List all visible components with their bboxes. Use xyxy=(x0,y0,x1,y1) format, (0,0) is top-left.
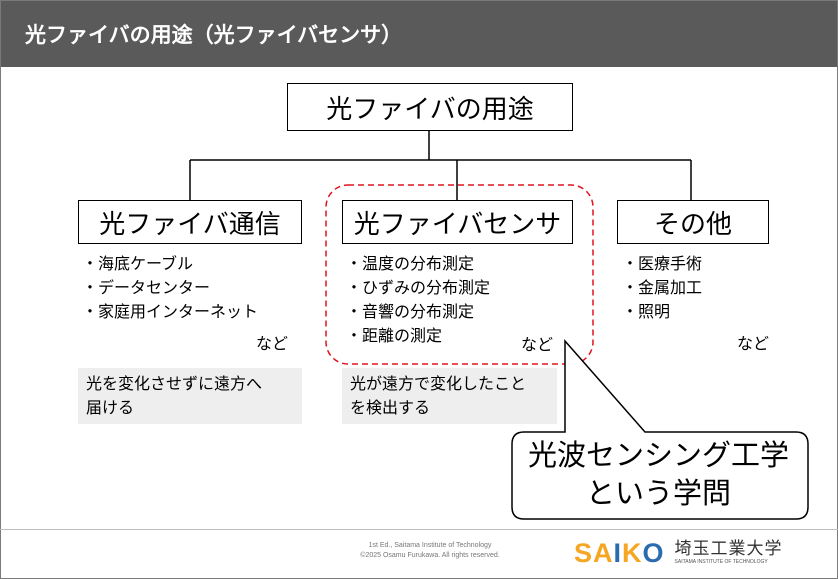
callout-line: 光波センシング工学 xyxy=(527,438,789,472)
logo-name-jp: 埼玉工業大学 xyxy=(674,539,783,559)
callout-line: という学問 xyxy=(585,476,731,510)
other-list: ・医療手術 ・金属加工 ・照明 xyxy=(622,252,702,324)
note-line: を検出する xyxy=(350,398,431,417)
note-line: 届ける xyxy=(86,398,135,417)
slide-title: 光ファイバの用途（光ファイバセンサ） xyxy=(25,23,403,47)
note-line: 光を変化させずに遠方へ xyxy=(86,374,263,393)
list-item: ・金属加工 xyxy=(622,278,703,297)
university-logo: SAIKO 埼玉工業大学 SAITAMA INSTITUTE OF TECHNO… xyxy=(574,538,783,568)
list-item: ・家庭用インターネット xyxy=(82,302,259,321)
list-item: ・データセンター xyxy=(82,278,211,297)
branch-box-communication: 光ファイバ通信 xyxy=(78,200,302,244)
sensor-etc: など xyxy=(521,335,554,354)
sensor-note: 光が遠方で変化したこと を検出する xyxy=(342,368,557,424)
branch-box-other: その他 xyxy=(617,200,769,244)
title-bar: 光ファイバの用途（光ファイバセンサ） xyxy=(1,1,837,67)
communication-note: 光を変化させずに遠方へ 届ける xyxy=(78,368,302,424)
footer-divider xyxy=(0,529,838,530)
list-item: ・音響の分布測定 xyxy=(346,302,475,321)
sensor-list: ・温度の分布測定 ・ひずみの分布測定 ・音響の分布測定 ・距離の測定 xyxy=(346,252,490,348)
list-item: ・照明 xyxy=(622,302,671,321)
communication-list: ・海底ケーブル ・データセンター ・家庭用インターネット xyxy=(82,252,258,324)
list-item: ・距離の測定 xyxy=(346,326,443,345)
list-item: ・温度の分布測定 xyxy=(346,254,475,273)
other-etc: など xyxy=(737,334,770,353)
footer-credits: 1st Ed., Saitama Institute of Technology… xyxy=(300,541,560,561)
list-item: ・医療手術 xyxy=(622,254,703,273)
logo-name-en: SAITAMA INSTITUTE OF TECHNOLOGY xyxy=(674,559,768,565)
communication-etc: など xyxy=(256,334,289,353)
list-item: ・ひずみの分布測定 xyxy=(346,278,491,297)
sensor-highlight-dashed-frame xyxy=(325,184,594,365)
branch-box-sensor: 光ファイバセンサ xyxy=(342,200,573,244)
note-line: 光が遠方で変化したこと xyxy=(350,374,527,393)
list-item: ・海底ケーブル xyxy=(82,254,194,273)
root-box: 光ファイバの用途 xyxy=(287,83,573,131)
logo-mark: SAIKO xyxy=(574,537,665,568)
callout-text: 光波センシング工学 という学問 xyxy=(506,436,811,512)
footer-copyright: ©2025 Osamu Furukawa. All rights reserve… xyxy=(360,552,500,559)
footer-edition: 1st Ed., Saitama Institute of Technology xyxy=(368,542,492,549)
callout-bubble xyxy=(511,339,809,520)
